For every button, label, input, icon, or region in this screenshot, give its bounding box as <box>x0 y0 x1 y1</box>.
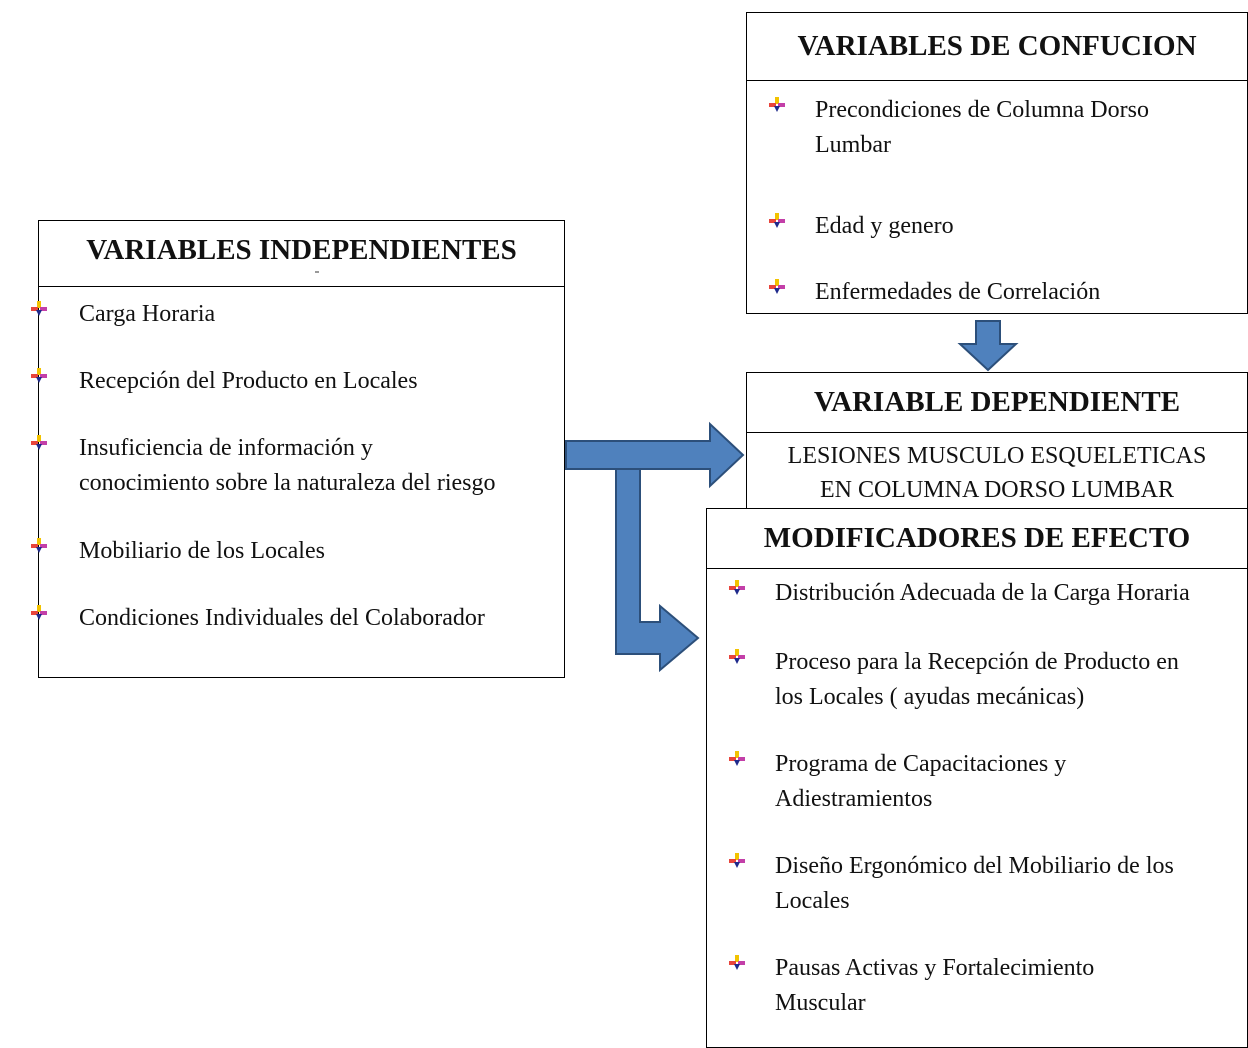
list-item-line: Muscular <box>775 990 866 1016</box>
arrow-bullet-icon <box>31 538 47 554</box>
list-item-line: Diseño Ergonómico del Mobiliario de los <box>775 853 1174 879</box>
list-item: Mobiliario de los Locales <box>79 534 325 569</box>
arrow-bullet-icon <box>729 580 745 596</box>
list-item-line: conocimiento sobre la naturaleza del rie… <box>79 470 496 496</box>
variables-confucion-box: VARIABLES DE CONFUCION Precondiciones de… <box>746 12 1248 314</box>
header-tick-mark <box>315 271 319 273</box>
list-item-line: Condiciones Individuales del Colaborador <box>79 605 485 631</box>
arrow-bullet-icon <box>31 368 47 384</box>
list-item-line: Lumbar <box>815 132 891 158</box>
list-item: Distribución Adecuada de la Carga Horari… <box>775 576 1190 611</box>
list-item-line: Recepción del Producto en Locales <box>79 368 418 394</box>
list-item-line: Carga Horaria <box>79 301 216 327</box>
list-item-line: Proceso para la Recepción de Producto en <box>775 649 1179 675</box>
list-item-line: Pausas Activas y Fortalecimiento <box>775 955 1095 981</box>
arrow-to-dependiente-from-confucion <box>957 320 1019 372</box>
arrow-bullet-icon <box>769 213 785 229</box>
arrow-bullet-icon <box>729 853 745 869</box>
list-item: Condiciones Individuales del Colaborador <box>79 601 485 636</box>
list-item: Recepción del Producto en Locales <box>79 364 418 399</box>
arrow-to-dependiente <box>565 421 745 489</box>
list-item-line: Insuficiencia de información y <box>79 435 373 461</box>
dependiente-line: EN COLUMNA DORSO LUMBAR <box>819 477 1175 503</box>
list-item-line: Edad y genero <box>815 213 954 239</box>
list-item-line: Programa de Capacitaciones y <box>775 751 1067 777</box>
list-item-line: Adiestramientos <box>775 786 933 812</box>
list-item-line: los Locales ( ayudas mecánicas) <box>775 684 1085 710</box>
list-item-line: Precondiciones de Columna Dorso <box>815 97 1149 123</box>
arrow-bullet-icon <box>729 751 745 767</box>
arrow-bullet-icon <box>729 649 745 665</box>
list-item: Proceso para la Recepción de Producto en… <box>775 645 1179 715</box>
list-item-line: Distribución Adecuada de la Carga Horari… <box>775 580 1190 606</box>
arrow-bullet-icon <box>31 435 47 451</box>
list-item-line: Mobiliario de los Locales <box>79 538 325 564</box>
list-item: Programa de Capacitaciones y Adiestramien… <box>775 747 1066 817</box>
arrow-to-modificadores <box>615 468 700 673</box>
modificadores-efecto-box: MODIFICADORES DE EFECTO Distribución Ade… <box>706 508 1248 1048</box>
modificadores-title: MODIFICADORES DE EFECTO <box>707 509 1247 569</box>
dependiente-line: LESIONES MUSCULO ESQUELETICAS <box>787 443 1207 469</box>
list-item: Carga Horaria <box>79 297 215 332</box>
list-item: Enfermedades de Correlación <box>815 275 1100 310</box>
independientes-title: VARIABLES INDEPENDIENTES <box>39 221 564 287</box>
list-item: Insuficiencia de información y conocimien… <box>79 431 496 501</box>
confucion-title: VARIABLES DE CONFUCION <box>747 13 1247 81</box>
dependiente-text: LESIONES MUSCULO ESQUELETICAS EN COLUMNA… <box>747 439 1247 507</box>
arrow-bullet-icon <box>769 279 785 295</box>
variable-dependiente-box: VARIABLE DEPENDIENTE LESIONES MUSCULO ES… <box>746 372 1248 512</box>
arrow-bullet-icon <box>769 97 785 113</box>
list-item-line: Locales <box>775 888 850 914</box>
dependiente-title: VARIABLE DEPENDIENTE <box>747 373 1247 433</box>
list-item: Edad y genero <box>815 209 954 244</box>
arrow-bullet-icon <box>31 301 47 317</box>
list-item-line: Enfermedades de Correlación <box>815 279 1101 305</box>
arrow-bullet-icon <box>31 605 47 621</box>
arrow-bullet-icon <box>729 955 745 971</box>
